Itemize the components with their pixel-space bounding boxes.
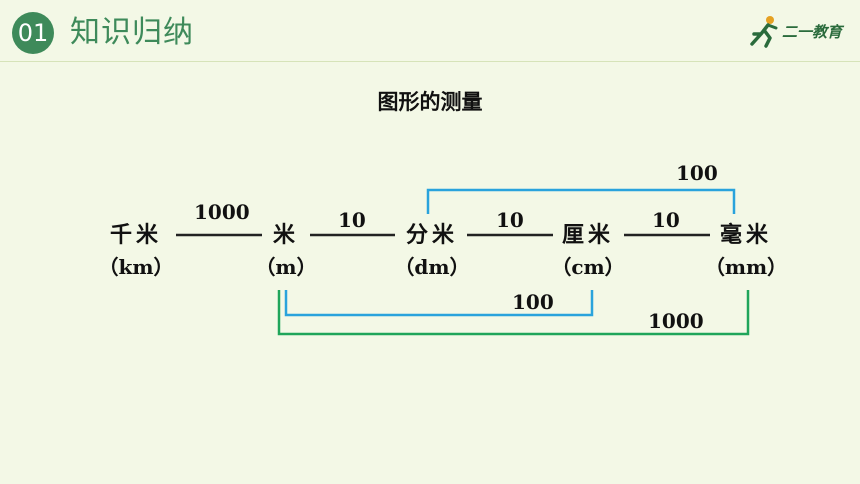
rate-m-dm: 10 <box>338 208 366 232</box>
unit-name: 分米 <box>405 222 458 248</box>
runner-icon <box>750 16 778 48</box>
section-title: 知识归纳 <box>70 15 194 50</box>
unit-meter: 米 （m） <box>236 222 336 280</box>
unit-decimeter: 分米 （dm） <box>382 222 482 280</box>
brand-logo: 二一教育 <box>748 14 848 48</box>
unit-abbr: （cm） <box>551 255 625 279</box>
bracket-m-cm <box>284 290 594 317</box>
unit-abbr: （mm） <box>704 255 788 279</box>
section-number-badge: 01 <box>12 12 54 54</box>
rate-m-cm: 100 <box>512 290 554 314</box>
unit-millimeter: 毫米 （mm） <box>696 222 796 280</box>
unit-name: 毫米 <box>719 222 772 248</box>
bracket-dm-mm <box>426 188 736 214</box>
unit-name: 千米 <box>109 222 162 248</box>
rate-dm-mm: 100 <box>676 161 718 185</box>
page-title: 图形的测量 <box>377 89 483 114</box>
unit-name: 米 <box>272 222 299 248</box>
unit-name: 厘米 <box>561 222 614 248</box>
unit-abbr: （km） <box>98 255 174 279</box>
unit-abbr: （m） <box>255 255 317 279</box>
rate-dm-cm: 10 <box>496 208 524 232</box>
unit-centimeter: 厘米 （cm） <box>538 222 638 280</box>
unit-kilometer: 千米 （km） <box>86 222 186 280</box>
brand-logo-text: 二一教育 <box>782 23 843 41</box>
rate-m-mm: 1000 <box>648 309 704 333</box>
unit-abbr: （dm） <box>394 255 470 279</box>
bracket-m-mm <box>277 290 750 336</box>
header-divider <box>0 61 860 62</box>
header-bar: 01 知识归纳 二一教育 <box>0 0 860 66</box>
rate-cm-mm: 10 <box>652 208 680 232</box>
rate-km-m: 1000 <box>194 200 250 224</box>
